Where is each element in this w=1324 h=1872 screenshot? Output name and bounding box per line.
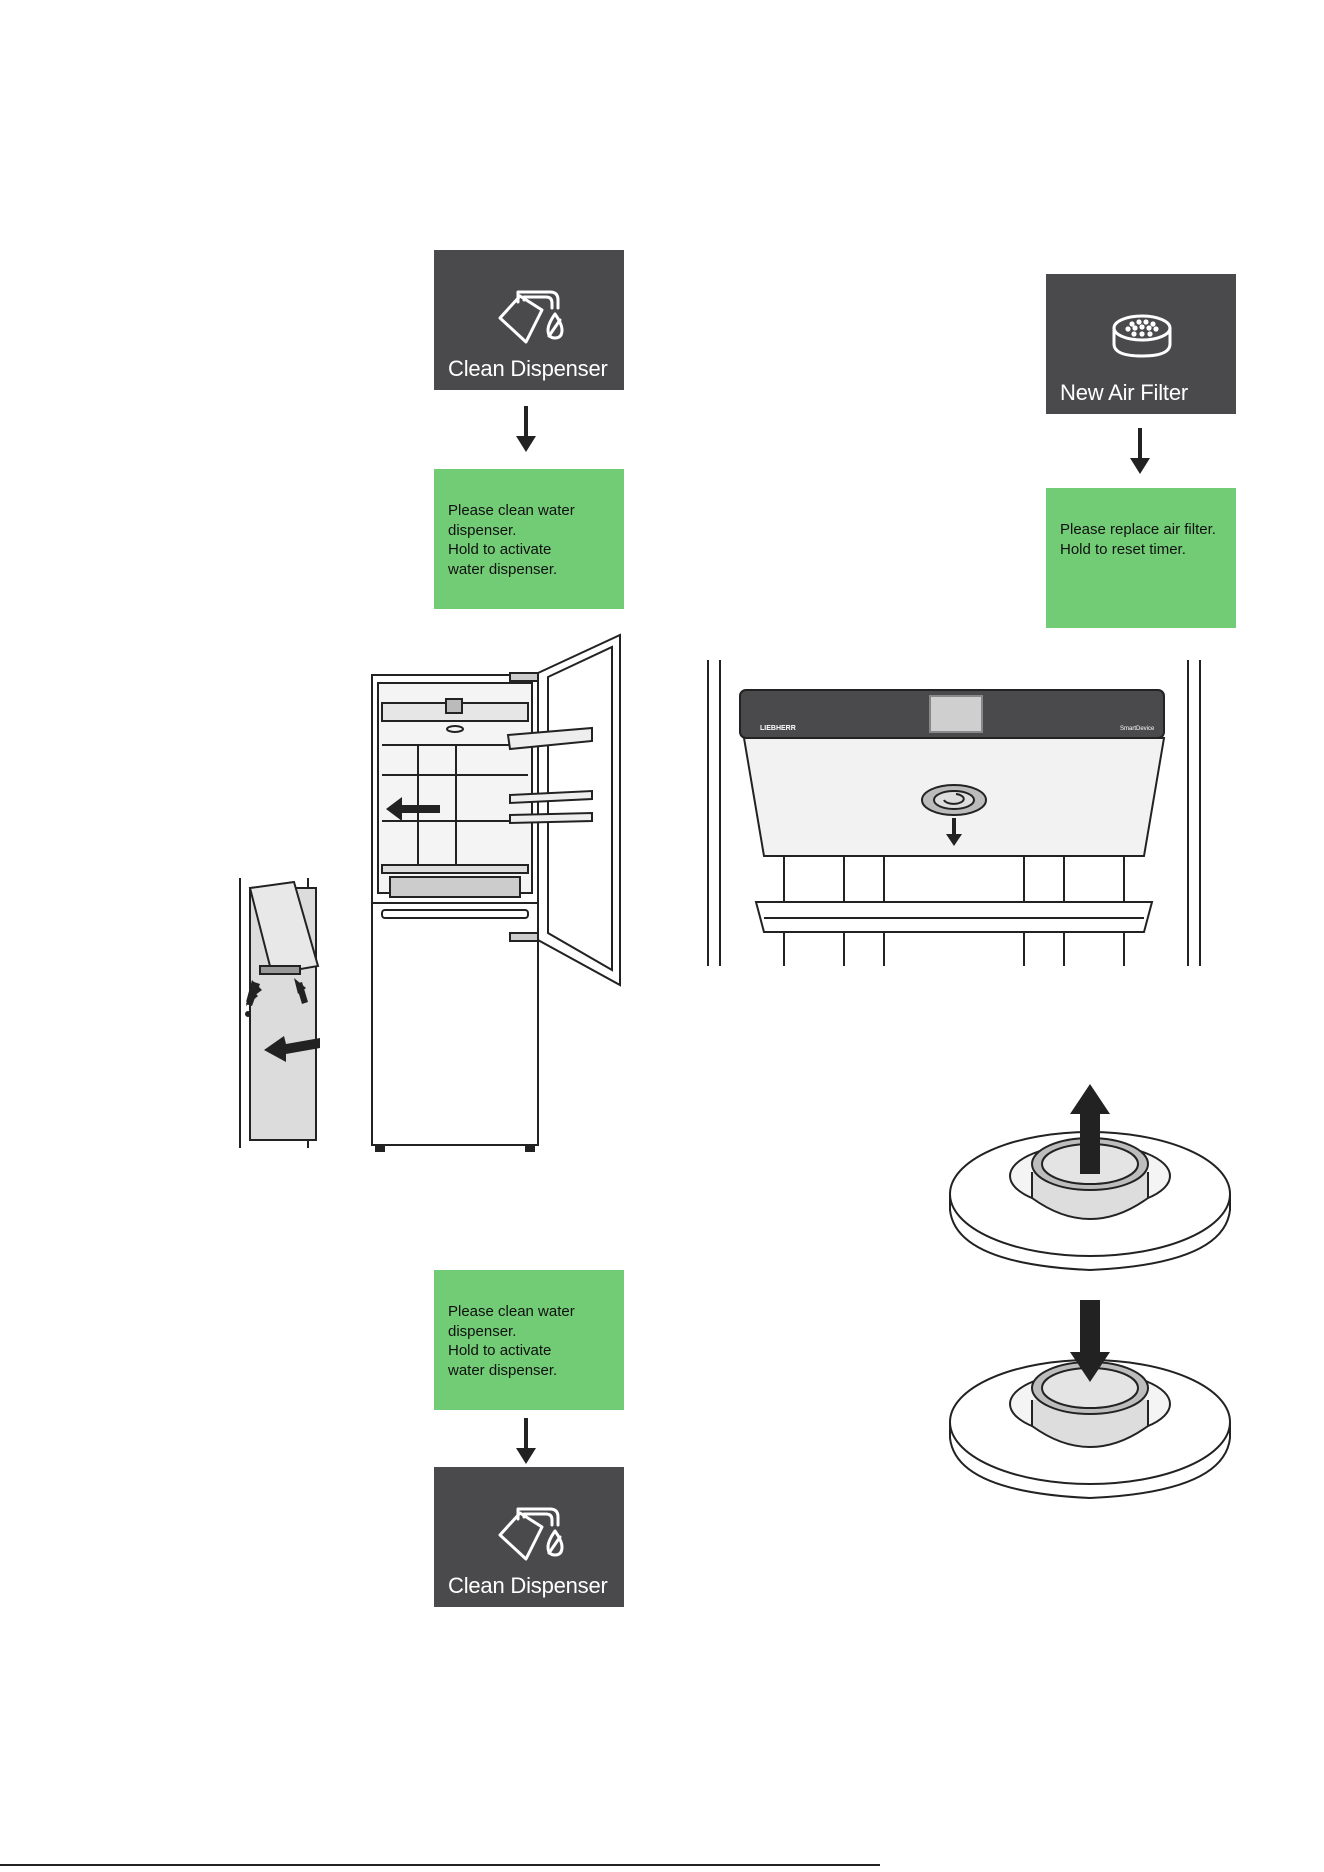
tile-label: Clean Dispenser [448, 356, 608, 382]
clean-dispenser-icon [496, 288, 566, 348]
dispenser-cover-detail [236, 878, 336, 1148]
clean-dispenser-tile-bottom[interactable]: Clean Dispenser [434, 1467, 624, 1607]
tile-label: Clean Dispenser [448, 1573, 608, 1599]
air-filter-icon [1110, 312, 1174, 362]
clean-dispenser-icon [496, 1505, 566, 1565]
arrow-down-icon [515, 1418, 537, 1464]
message-text: Please replace air filter. Hold to reset… [1060, 520, 1216, 559]
fridge-open-door-illustration [360, 625, 630, 1155]
fridge-top-interior-illustration: LIEBHERR SmartDevice [704, 660, 1204, 966]
message-text: Please clean water dispenser. Hold to ac… [448, 1302, 575, 1380]
clean-dispenser-tile-top[interactable]: Clean Dispenser [434, 250, 624, 390]
replace-air-filter-message: Please replace air filter. Hold to reset… [1046, 488, 1236, 628]
arrow-down-icon [515, 406, 537, 452]
panel-model: SmartDevice [1120, 726, 1155, 732]
message-text: Please clean water dispenser. Hold to ac… [448, 501, 575, 579]
filter-removal-illustration [946, 1064, 1236, 1274]
filter-insertion-illustration [946, 1292, 1236, 1502]
tile-label: New Air Filter [1060, 380, 1188, 406]
new-air-filter-tile[interactable]: New Air Filter [1046, 274, 1236, 414]
arrow-down-icon [1129, 428, 1151, 474]
clean-water-message-bottom: Please clean water dispenser. Hold to ac… [434, 1270, 624, 1410]
footer-divider [0, 1864, 880, 1866]
panel-brand: LIEBHERR [760, 725, 796, 732]
clean-water-message-top: Please clean water dispenser. Hold to ac… [434, 469, 624, 609]
